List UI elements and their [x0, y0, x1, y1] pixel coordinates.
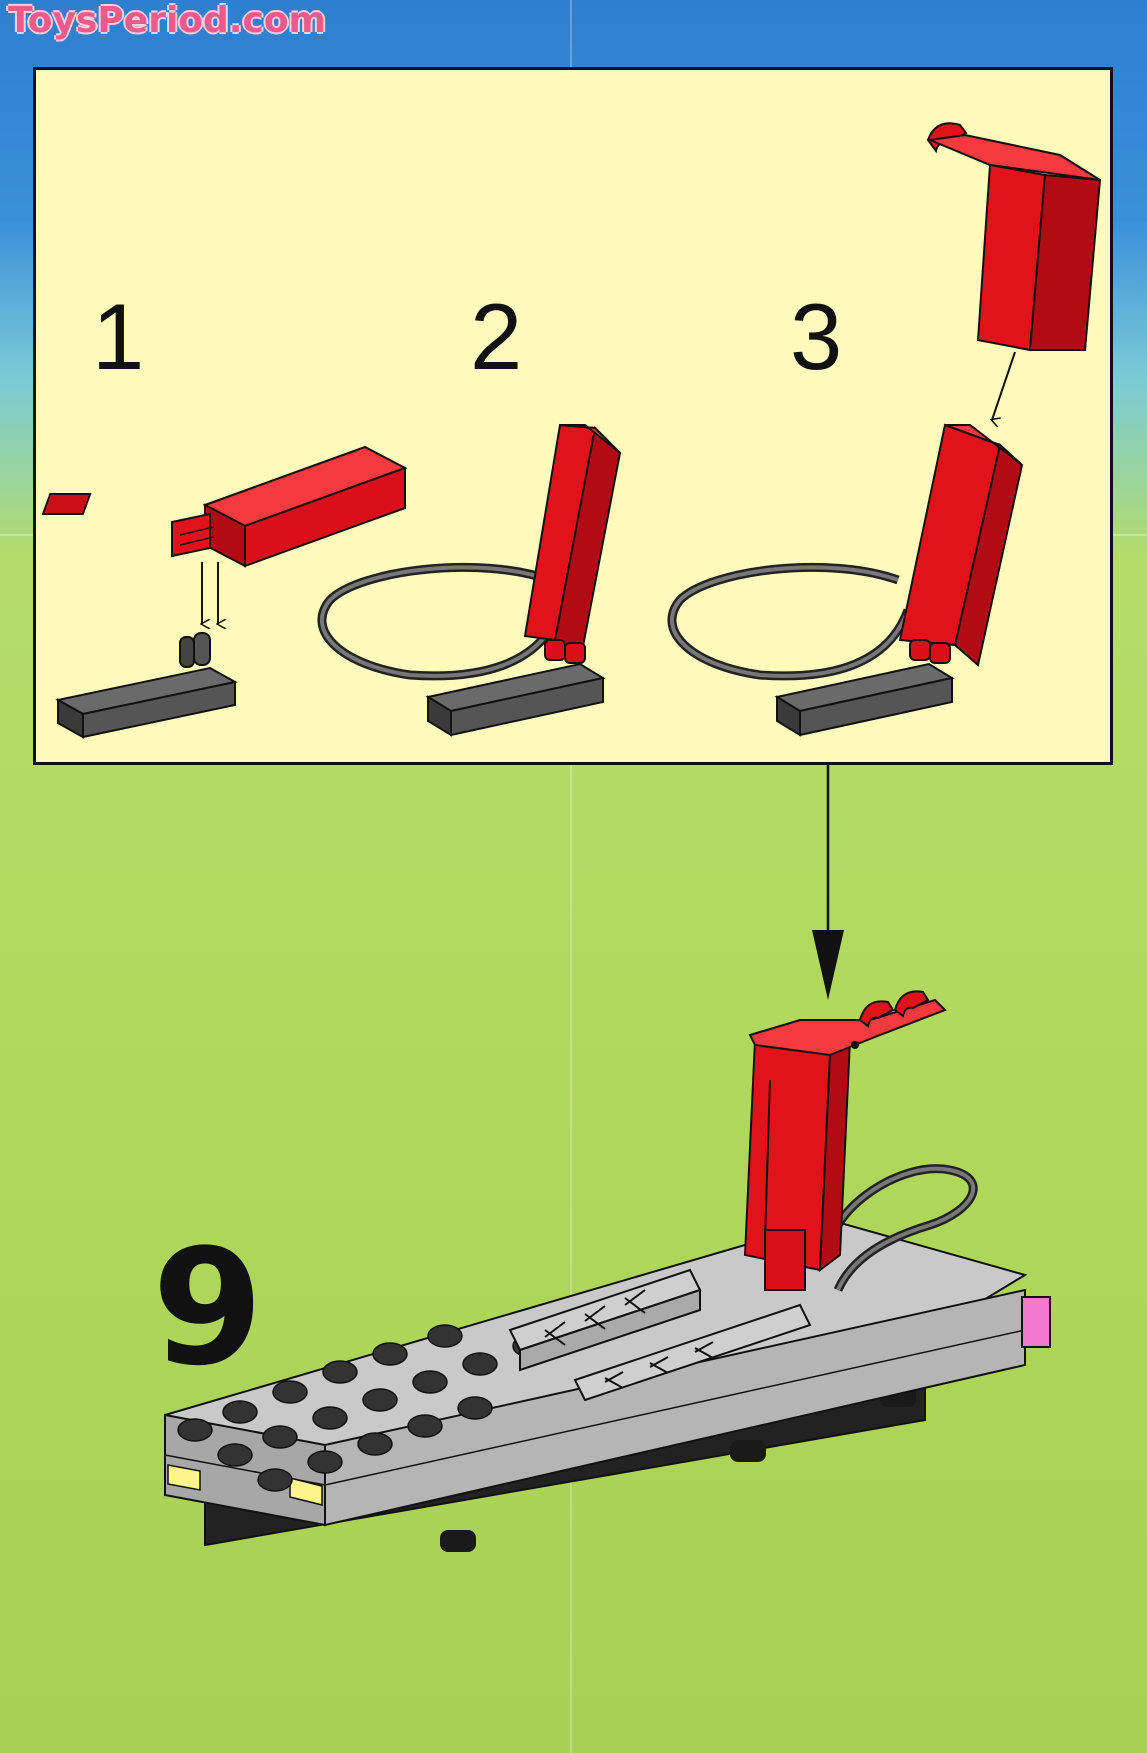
dark-base-brick-3	[774, 662, 955, 737]
main-assembly	[164, 990, 1051, 1552]
watermark-logo: ToysPeriod.com	[8, 0, 327, 41]
dark-base-brick-1	[55, 632, 238, 739]
dark-base-brick-2	[425, 662, 606, 737]
down-arrow-head	[812, 930, 844, 1000]
red-post-part	[898, 423, 1024, 667]
red-clip-part	[41, 445, 408, 568]
sub-step-3-illustration	[667, 122, 1102, 737]
fence-rails	[508, 1268, 812, 1402]
red-clamp-arm	[926, 122, 1102, 352]
fold-line-vertical	[570, 0, 572, 1753]
sub-step-2-illustration	[317, 423, 622, 737]
red-post-assembly	[743, 990, 947, 1291]
main-step-number: 9	[152, 1214, 264, 1401]
sub-step-3-number: 3	[790, 284, 843, 389]
sub-step-1-number: 1	[92, 284, 145, 389]
red-post-part	[523, 423, 622, 664]
sub-step-1-illustration	[41, 445, 408, 739]
sub-step-2-number: 2	[470, 284, 523, 389]
